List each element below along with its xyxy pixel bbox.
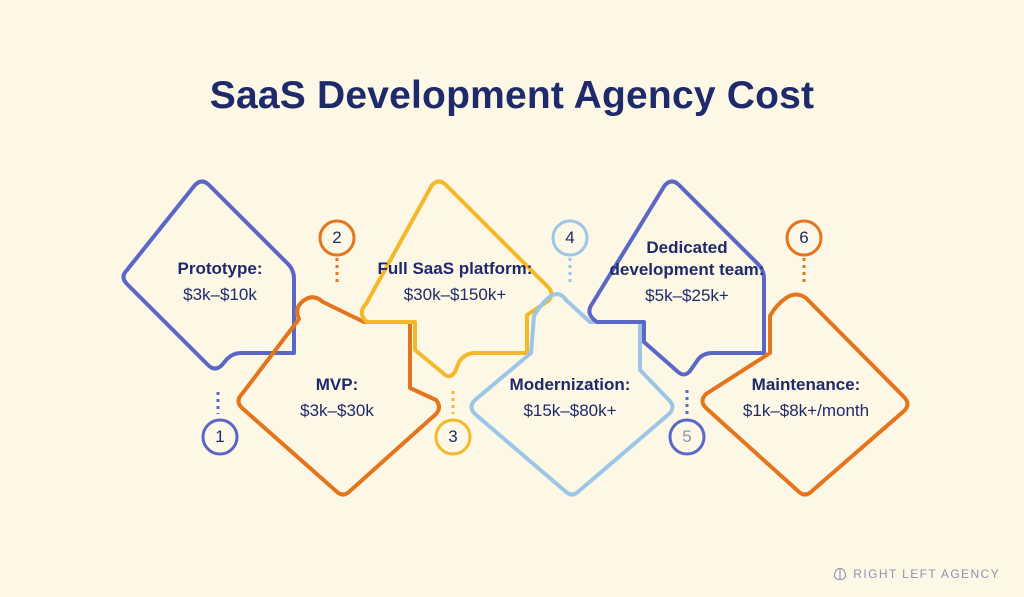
step-3-name: Full SaaS platform: <box>377 259 533 278</box>
step-6-badge <box>785 219 823 257</box>
step-3-price: $30k–$150k+ <box>403 285 507 304</box>
step-1-price: $3k–$10k <box>183 285 257 304</box>
step-5-badge <box>668 418 706 456</box>
step-3-number: 3 <box>448 427 458 446</box>
step-6-price: $1k–$8k+/month <box>742 401 870 420</box>
step-1-badge <box>201 418 239 456</box>
step-3-diamond <box>359 179 554 379</box>
step-6-label: Maintenance: $1k–$8k+/month <box>718 374 894 422</box>
step-4-name: Modernization: <box>509 375 631 394</box>
step-4-diamond <box>469 292 675 497</box>
step-4-label: Modernization: $15k–$80k+ <box>490 374 650 422</box>
step-2-name: MVP: <box>315 375 359 394</box>
step-3-label: Full SaaS platform: $30k–$150k+ <box>365 258 545 306</box>
step-1-label: Prototype: $3k–$10k <box>140 258 300 306</box>
step-4-price: $15k–$80k+ <box>523 401 617 420</box>
step-2-badge <box>318 219 356 257</box>
brand-logo: RIGHT LEFT AGENCY <box>833 567 1000 581</box>
step-2-diamond <box>236 295 441 497</box>
step-2-number: 2 <box>332 228 342 247</box>
step-4-badge <box>551 219 589 257</box>
step-6-diamond <box>700 292 910 497</box>
step-1-number: 1 <box>215 427 225 446</box>
step-2-label: MVP: $3k–$30k <box>262 374 412 422</box>
brain-icon <box>834 567 847 580</box>
step-1-name: Prototype: <box>177 259 263 278</box>
step-5-price: $5k–$25k+ <box>645 286 729 305</box>
step-1-diamond <box>121 179 296 371</box>
step-2-price: $3k–$30k <box>300 401 374 420</box>
step-5-number: 5 <box>682 427 692 446</box>
step-4-number: 4 <box>565 228 575 247</box>
brand-name: RIGHT LEFT AGENCY <box>853 567 1000 581</box>
step-3-badge <box>434 418 472 456</box>
step-6-name: Maintenance: <box>751 375 861 394</box>
page-title: SaaS Development Agency Cost <box>209 74 815 117</box>
step-5-label: Dedicated development team: $5k–$25k+ <box>602 237 772 307</box>
step-6-number: 6 <box>799 228 809 247</box>
step-5-diamond <box>587 179 766 377</box>
step-5-name: Dedicated development team: <box>609 238 765 279</box>
